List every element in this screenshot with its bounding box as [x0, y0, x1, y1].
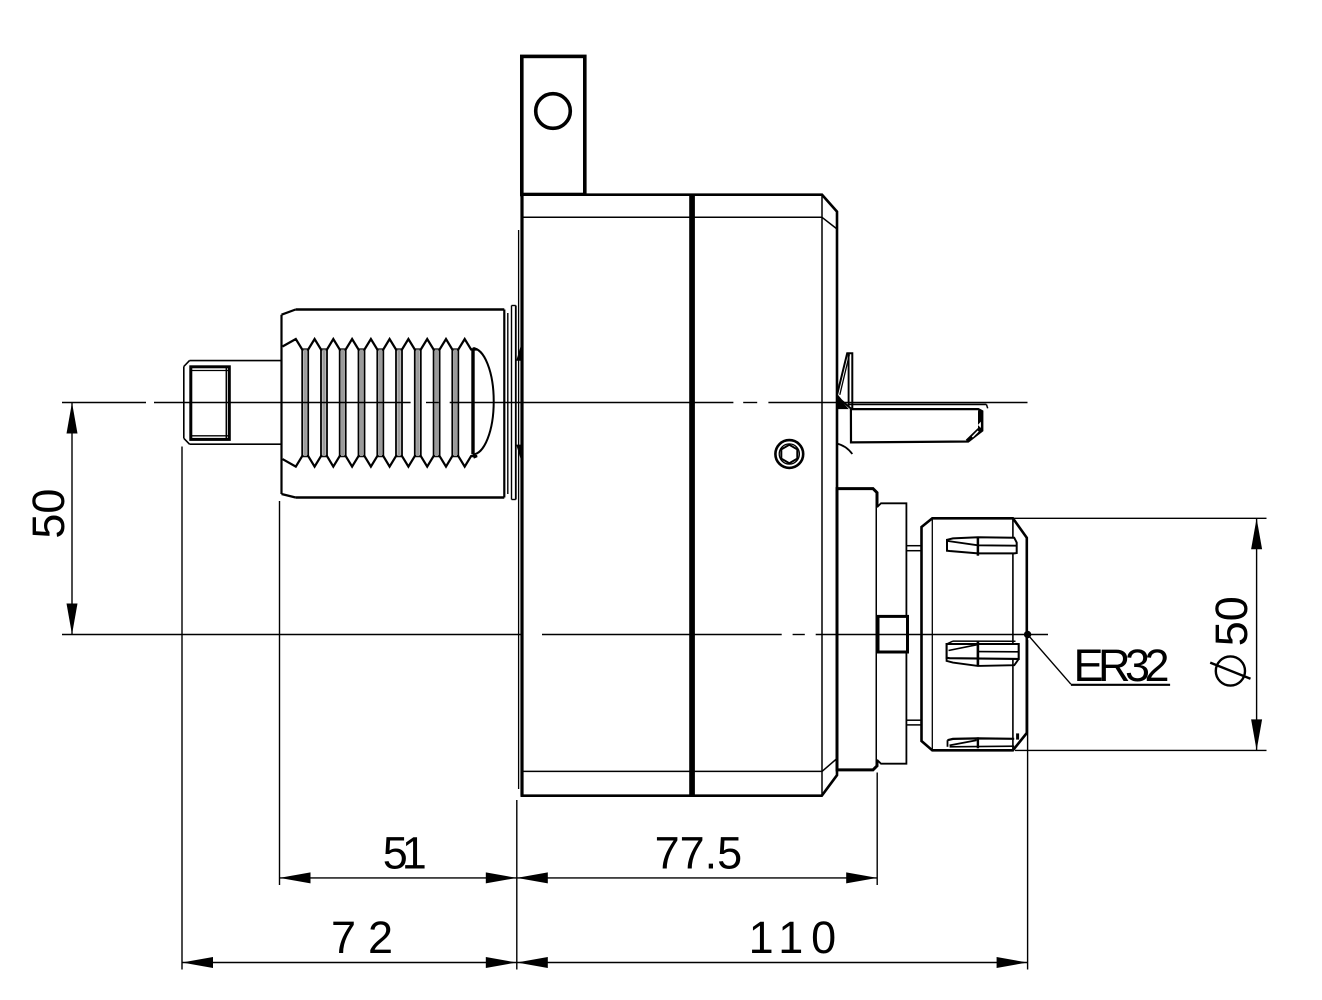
svg-text:51: 51 — [383, 828, 427, 879]
svg-text:77.5: 77.5 — [655, 828, 743, 879]
svg-text:50: 50 — [1206, 596, 1257, 646]
svg-text:ER32: ER32 — [1074, 640, 1170, 691]
svg-text:110: 110 — [749, 912, 837, 963]
svg-text:50: 50 — [23, 489, 74, 539]
